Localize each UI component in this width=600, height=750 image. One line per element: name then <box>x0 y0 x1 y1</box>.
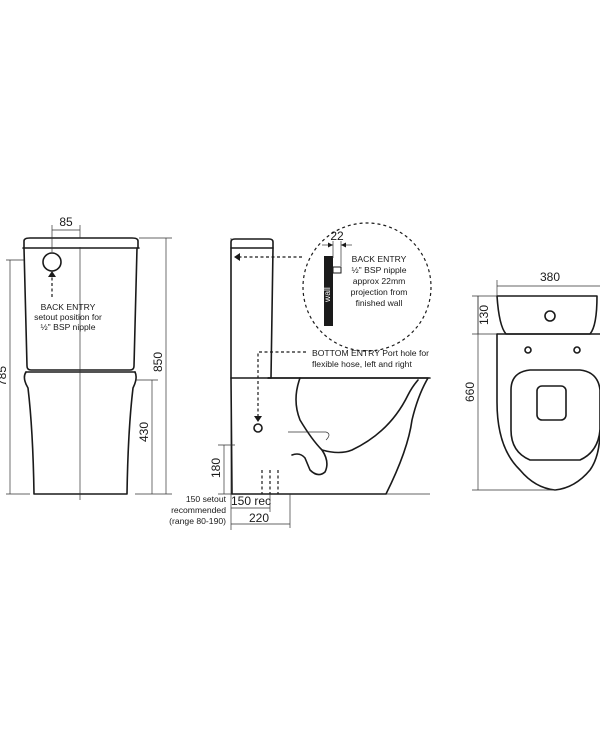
back-entry-detail: wall 22 BACK ENTRY ½" BSP nipple approx … <box>302 222 432 352</box>
dim-tank-setout: 85 <box>59 215 73 229</box>
detail-nipple <box>332 266 342 274</box>
front-tank-lid <box>23 237 139 249</box>
detail-note-5: finished wall <box>356 298 403 308</box>
side-back-entry-arrowhead <box>234 253 240 261</box>
side-pan <box>230 377 429 495</box>
top-view: 380 130 660 <box>463 270 600 491</box>
dim-height-right: 850 <box>151 352 165 372</box>
side-tank <box>230 238 274 249</box>
side-bottom-entry-arrowhead <box>254 416 262 422</box>
dim-tank-depth: 130 <box>477 305 491 325</box>
detail-note-4: projection from <box>351 287 408 297</box>
dim-width-top: 380 <box>540 270 560 284</box>
dim-bottom-vertical: 180 <box>209 458 223 478</box>
top-seat <box>510 369 600 461</box>
side-bottom-entry-hole <box>253 423 263 433</box>
dim-seat-height: 430 <box>137 422 151 442</box>
front-view: 85 850 430 785 BACK ENTRY setout positio… <box>0 215 172 500</box>
front-tank <box>23 247 138 371</box>
detail-note-1: BACK ENTRY <box>352 254 407 264</box>
dim-depth-bottom: 220 <box>249 511 269 525</box>
setout-note-1: 150 setout <box>186 494 227 504</box>
dim-height-left: 785 <box>0 366 9 386</box>
top-bowl-opening <box>536 385 567 421</box>
front-back-entry-hole <box>42 252 62 272</box>
setout-note-3: (range 80-190) <box>169 516 226 526</box>
side-tank-body <box>230 247 274 379</box>
front-back-entry-note-2: setout position for <box>34 312 102 322</box>
bottom-entry-note-1: BOTTOM ENTRY Port hole for <box>312 348 429 358</box>
setout-note-2: recommended <box>171 505 226 515</box>
side-bowl-curve <box>321 379 419 454</box>
detail-circle <box>302 222 432 352</box>
top-pan-outline <box>496 333 600 491</box>
detail-wall <box>324 256 333 326</box>
side-bottom-entry-leader <box>257 351 308 417</box>
dim-length: 660 <box>463 382 477 402</box>
dim-wall-projection: 22 <box>330 229 344 243</box>
front-back-entry-note-3: ½" BSP nipple <box>41 322 96 332</box>
side-view: 180 150 rec 220 150 setout recommended (… <box>169 238 431 530</box>
detail-wall-label: wall <box>322 287 332 303</box>
front-bowl <box>23 371 137 495</box>
top-tank <box>496 295 598 335</box>
front-back-entry-note-1: BACK ENTRY <box>41 302 96 312</box>
top-hinge-right <box>573 346 581 354</box>
detail-note-3: approx 22mm <box>353 276 406 286</box>
dim-setout-rec: 150 rec <box>231 494 271 508</box>
bottom-entry-note-2: flexible hose, left and right <box>312 359 412 369</box>
side-inlet <box>288 431 330 441</box>
top-hinge-left <box>524 346 532 354</box>
top-flush-button <box>544 310 556 322</box>
side-bowl-trap <box>291 377 328 476</box>
detail-note-2: ½" BSP nipple <box>352 265 407 275</box>
front-back-entry-arrowhead <box>48 271 56 277</box>
